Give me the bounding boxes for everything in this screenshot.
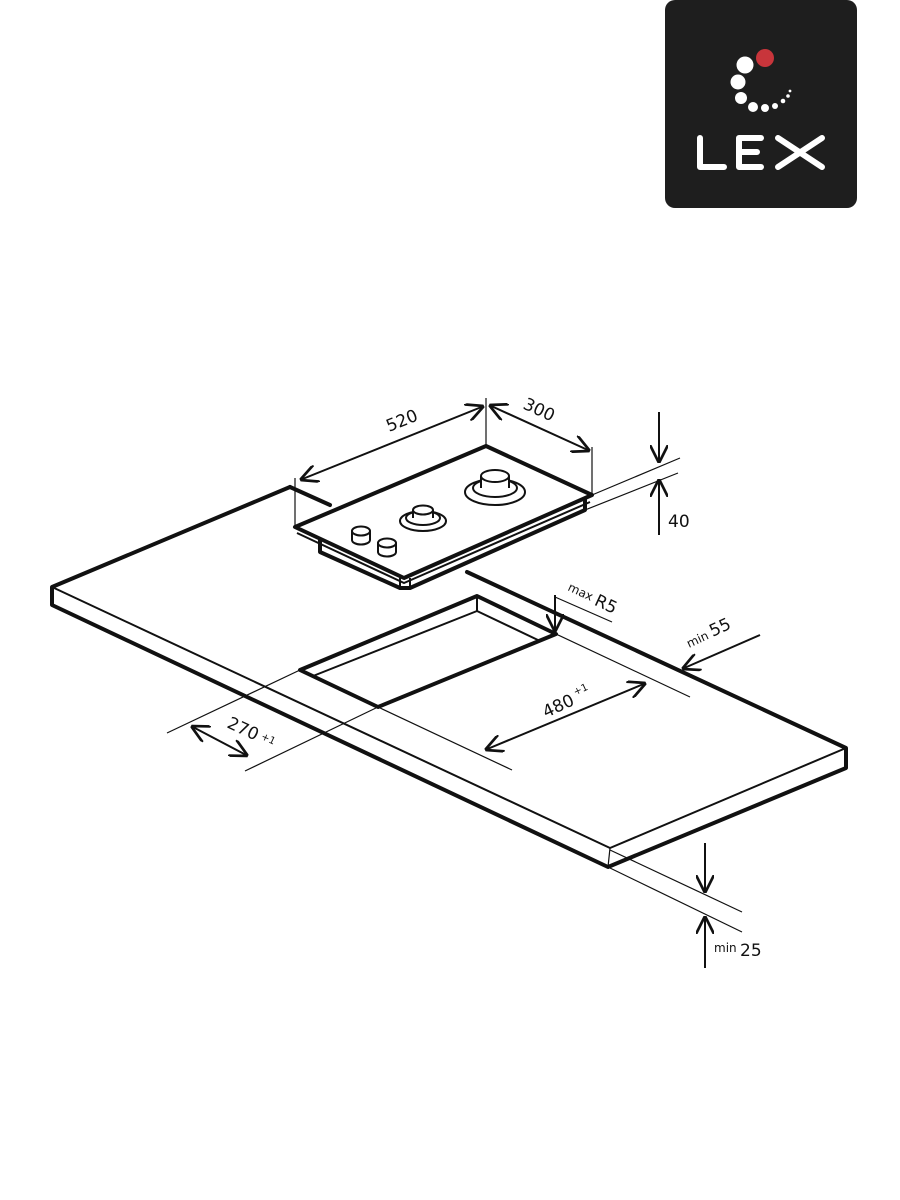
worktop xyxy=(50,485,848,869)
back-clearance-prefix: min xyxy=(684,628,710,650)
medium-burner xyxy=(399,504,447,532)
large-burner xyxy=(464,469,526,506)
lex-logo xyxy=(665,0,857,208)
control-knob xyxy=(377,537,397,558)
cutout-depth-value: 270 xyxy=(224,713,262,745)
control-knob xyxy=(351,525,371,546)
dimension-lines xyxy=(166,398,761,968)
cutout-width-value: 480 xyxy=(540,691,578,723)
gas-hob xyxy=(293,444,594,590)
worktop-thickness-prefix: min xyxy=(714,941,737,955)
cutout-depth-tolerance: +1 xyxy=(259,731,277,747)
corner-radius-prefix: max xyxy=(566,580,596,604)
worktop-thickness-value: 25 xyxy=(740,941,762,961)
hob-height-label: 40 xyxy=(668,512,690,532)
cutout-width-tolerance: +1 xyxy=(572,682,590,698)
cutout xyxy=(298,594,558,709)
back-clearance-value: 55 xyxy=(706,614,734,641)
hob-width-label: 520 xyxy=(383,406,421,437)
